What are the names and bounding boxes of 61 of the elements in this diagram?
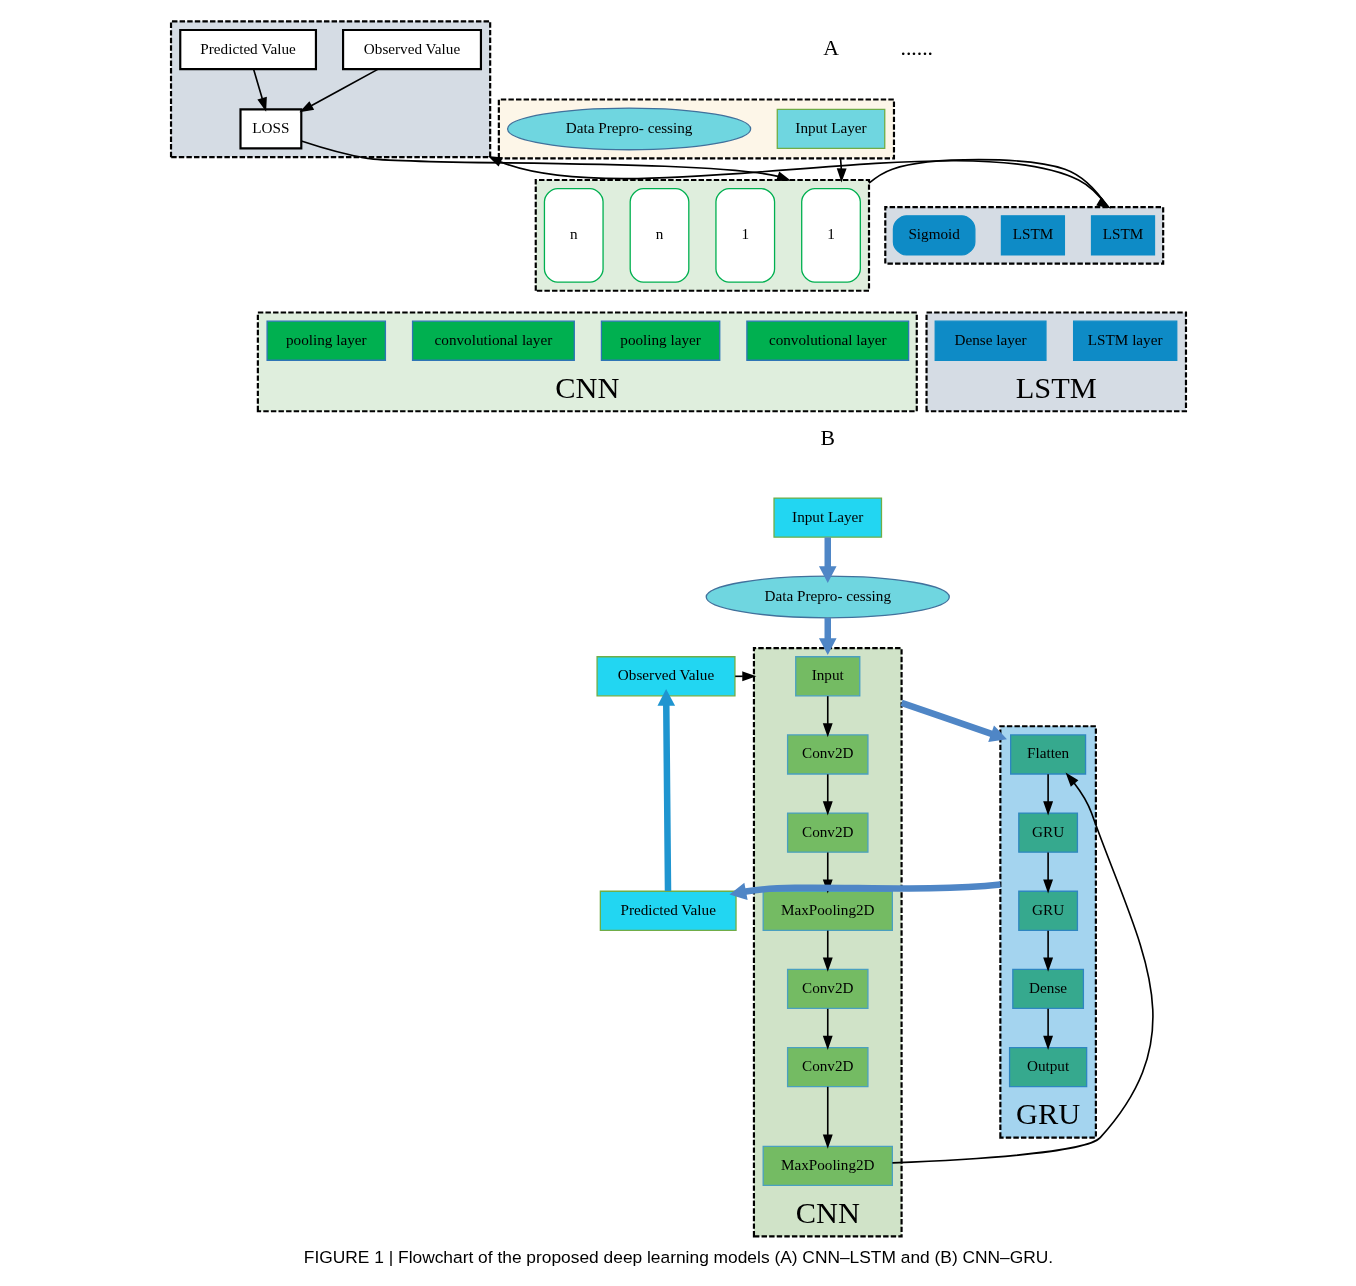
cluster: [534, 178, 870, 292]
arrow: [822, 1086, 833, 1149]
node-box: Input Layer: [772, 497, 882, 538]
node-box: Output: [1008, 1046, 1087, 1088]
node-box: n: [629, 188, 689, 283]
node-box: LSTM: [1090, 215, 1155, 256]
label: A: [822, 36, 839, 60]
node-box: Conv2D: [786, 968, 869, 1010]
arrow: [1042, 929, 1053, 972]
arrow: [891, 772, 1154, 1164]
node-box: LSTM layer: [1072, 320, 1177, 361]
node-ellipse: Data Prepro- cessing: [506, 107, 751, 151]
node-box: Predicted Value: [599, 890, 737, 931]
arrow: [822, 695, 833, 738]
arrow: [822, 929, 833, 972]
node-box: Dense layer: [934, 320, 1047, 361]
arrow: [818, 537, 837, 583]
arrow: [657, 689, 675, 891]
node-box: LOSS: [238, 108, 302, 150]
arrow: [252, 68, 267, 112]
node-box: Sigmoid: [892, 215, 975, 256]
node-box: Conv2D: [786, 812, 869, 853]
node-box: GRU: [1017, 812, 1078, 853]
node-box: convolutional layer: [411, 320, 575, 361]
node-box: LSTM: [1000, 215, 1065, 256]
cluster: [497, 98, 895, 160]
arrow: [1042, 851, 1053, 894]
node-box: pooling layer: [600, 320, 720, 361]
node-box: MaxPooling2D: [762, 890, 893, 931]
arrow: [298, 68, 379, 113]
node-box: Input: [794, 656, 860, 697]
node-box: Conv2D: [786, 734, 869, 775]
cluster: [883, 206, 1164, 265]
arrow: [818, 617, 837, 656]
node-box: Dense: [1011, 968, 1084, 1010]
node-box: Predicted Value: [178, 28, 317, 71]
arrow: [900, 699, 1007, 743]
node-box: convolutional layer: [745, 320, 909, 361]
cluster: [169, 20, 491, 159]
node-box: 1: [714, 188, 775, 283]
node-box: n: [543, 188, 604, 283]
node-box: Conv2D: [786, 1046, 869, 1088]
label: B: [820, 425, 835, 450]
node-box: Observed Value: [341, 28, 482, 71]
node-box: Flatten: [1009, 734, 1086, 775]
node-ellipse: Data Prepro- cessing: [705, 575, 950, 619]
arrow: [822, 1008, 833, 1050]
arrow: [300, 140, 791, 181]
arrow: [822, 773, 833, 816]
arrow: [733, 671, 756, 682]
label: ......: [899, 36, 933, 60]
caption: FIGURE 1 | Flowchart of the proposed deep learning models (A) CNN–LSTM and (B) CNN–GRU.: [303, 1247, 1053, 1268]
arrow: [1042, 1008, 1053, 1050]
node-box: pooling layer: [265, 320, 386, 361]
arrow: [836, 157, 847, 183]
node-box: Input Layer: [776, 108, 885, 150]
node-box: 1: [800, 188, 861, 283]
node-box: GRU: [1017, 890, 1078, 931]
arrow: [1042, 773, 1053, 816]
node-box: MaxPooling2D: [762, 1145, 893, 1187]
node-box: Observed Value: [595, 656, 736, 697]
